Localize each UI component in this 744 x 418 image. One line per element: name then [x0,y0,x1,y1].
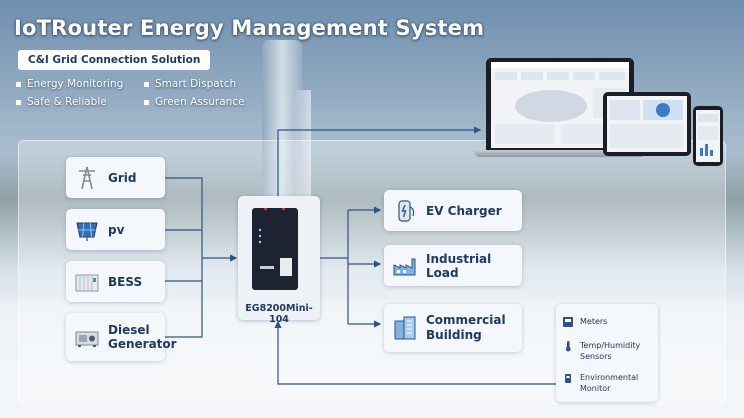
sensor-meters: Meters [562,316,607,328]
subtitle-badge: C&I Grid Connection Solution [18,50,211,70]
load-industrial: Industrial Load [384,245,522,286]
thermometer-icon [565,341,571,352]
meter-icon [563,317,573,327]
feature-smart-dispatch: Smart Dispatch [144,78,236,90]
source-diesel-generator-label: Diesel Generator [108,323,177,351]
load-ev-charger-label: EV Charger [426,203,502,218]
solar-panel-icon [76,222,98,241]
source-pv: pv [66,209,165,250]
sensors-card: Meters Temp/Humidity Sensors Environment… [556,304,658,402]
feature-green-assurance: Green Assurance [144,96,245,108]
source-grid-label: Grid [108,170,137,185]
load-commercial-building: Commercial Building [384,304,522,352]
environment-monitor-icon [565,374,571,383]
phone-screen [696,110,720,162]
grid-tower-icon [79,166,95,189]
source-grid: Grid [66,157,165,198]
load-ev-charger: EV Charger [384,190,522,231]
laptop-base [474,150,646,157]
gateway-device-label: EG8200Mini-104 [245,303,313,325]
sensor-temp-humidity: Temp/Humidity Sensors [562,340,650,362]
sensor-temp-humidity-label: Temp/Humidity Sensors [580,341,641,361]
router-device-icon [252,200,298,290]
diesel-generator-icon [75,331,99,347]
sensor-environmental: Environmental Monitor [562,372,650,394]
source-diesel-generator: Diesel Generator [66,313,177,361]
source-bess: BESS [66,261,165,302]
load-industrial-label: Industrial Load [426,251,492,280]
ev-charger-icon [398,199,415,222]
source-pv-label: pv [108,222,125,237]
tablet-screen [607,96,687,152]
feature-energy-monitoring: Energy Monitoring [16,78,123,90]
source-bess-label: BESS [108,274,143,289]
page-title: IoTRouter Energy Management System [14,16,485,40]
factory-icon [393,258,416,275]
load-commercial-building-label: Commercial Building [426,313,506,342]
feature-safe-reliable: Safe & Reliable [16,96,107,108]
sensor-meters-label: Meters [580,317,608,326]
sensor-environmental-label: Environmental Monitor [580,373,639,393]
battery-storage-icon [75,274,99,291]
building-icon [394,316,416,340]
